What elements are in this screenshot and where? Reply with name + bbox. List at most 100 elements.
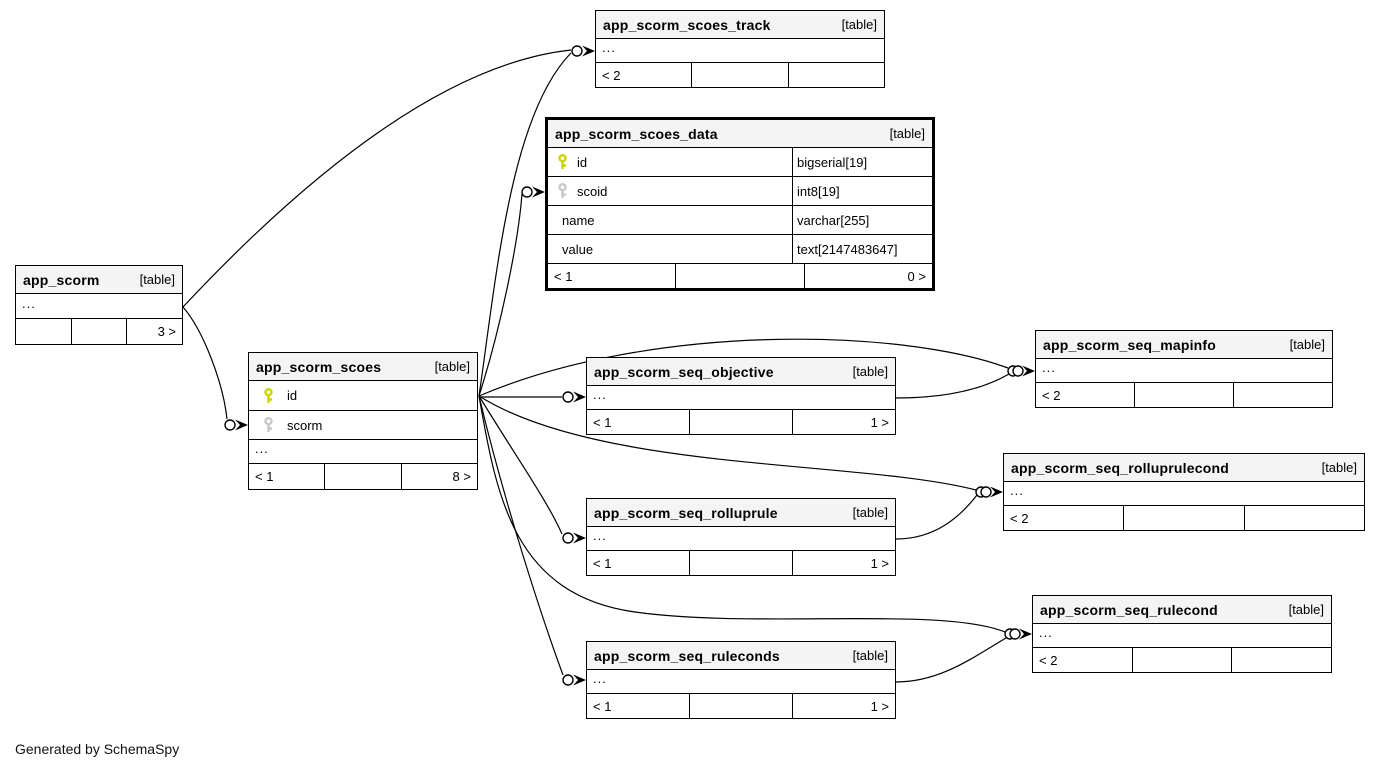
child-count: 1 > [870,414,889,430]
table-app-scorm-seq-mapinfo: app_scorm_seq_mapinfo [table] ... < 2 [1035,330,1333,408]
collapsed-columns-row: ... [587,386,895,410]
column-type: varchar[255] [792,206,932,234]
table-app-scorm-seq-rolluprulecond: app_scorm_seq_rolluprulecond [table] ...… [1003,453,1365,531]
table-app-scorm-seq-ruleconds: app_scorm_seq_ruleconds [table] ... < 1 … [586,641,896,719]
table-tag: [table] [852,505,888,520]
edge-ruleconds-to-rulecond [895,637,1007,683]
footer-cell [1135,383,1234,407]
parent-count: < 2 [1004,506,1125,530]
collapsed-columns-row: ... [1036,359,1332,383]
table-header: app_scorm_scoes [table] [249,353,477,381]
child-count [789,63,884,87]
table-name-link[interactable]: app_scorm_scoes [256,358,382,375]
table-footer: < 1 8 > [249,464,477,489]
primary-key-icon [264,387,273,403]
column-row: id bigserial[19] [548,148,932,177]
collapsed-columns-row: ... [596,39,884,63]
footer-cell [690,551,793,575]
parent-count: < 1 [587,694,690,718]
table-header: app_scorm_scoes_data [table] [548,120,932,148]
table-app-scorm-scoes: app_scorm_scoes [table] id scorm ... < 1… [248,352,478,490]
column-row: value text[2147483647] [548,235,932,264]
table-name-link[interactable]: app_scorm_seq_rulecond [1040,601,1218,618]
table-tag: [table] [1321,460,1357,475]
footer-cell [676,264,805,288]
foreign-key-icon [264,417,273,432]
column-row: id [249,381,477,411]
table-app-scorm-seq-rolluprule: app_scorm_seq_rolluprule [table] ... < 1… [586,498,896,576]
table-name-link[interactable]: app_scorm_seq_mapinfo [1043,336,1217,353]
table-footer: < 1 1 > [587,694,895,718]
edge-scoes-to-mapinfo [478,338,1009,397]
table-footer: < 2 [1036,383,1332,407]
collapsed-columns-row: ... [16,294,182,319]
edge-scoes-to-scoes-data [478,193,523,397]
child-count: 1 > [870,555,889,571]
column-row: scoid int8[19] [548,177,932,206]
parent-count: < 2 [1033,648,1133,672]
table-tag: [table] [434,359,470,374]
footer-cell [1133,648,1233,672]
generated-by-note: Generated by SchemaSpy [15,741,180,757]
table-header: app_scorm_seq_rolluprule [table] [587,499,895,527]
collapsed-columns-row: ... [1004,482,1364,506]
collapsed-columns-row: ... [587,670,895,694]
edge-scoes-to-track [478,52,572,397]
parent-count: < 2 [1036,383,1135,407]
table-footer: < 1 1 > [587,410,895,434]
table-header: app_scorm_seq_mapinfo [table] [1036,331,1332,359]
table-footer: 3 > [16,319,182,344]
table-footer: < 1 1 > [587,551,895,575]
parent-count: < 1 [587,410,690,434]
table-app-scorm-scoes-track: app_scorm_scoes_track [table] ... < 2 [595,10,885,88]
table-header: app_scorm_seq_ruleconds [table] [587,642,895,670]
column-name: id [577,154,588,170]
table-name-link[interactable]: app_scorm_seq_ruleconds [594,647,780,664]
collapsed-columns-row: ... [1033,624,1331,648]
table-name-link[interactable]: app_scorm [23,271,100,288]
footer-cell [690,694,793,718]
parent-count [16,319,72,344]
table-app-scorm-scoes-data: app_scorm_scoes_data [table] id bigseria… [545,117,935,291]
foreign-key-icon [558,183,567,198]
table-footer: < 2 [1004,506,1364,530]
table-tag: [table] [139,272,175,287]
child-count: 8 > [452,469,471,484]
table-tag: [table] [1288,602,1324,617]
parent-count: < 1 [249,464,326,489]
table-name-link[interactable]: app_scorm_seq_rolluprule [594,504,778,521]
edge-scorm-to-track [182,49,572,308]
child-count [1245,506,1364,530]
column-name: scoid [577,183,608,199]
table-name-link[interactable]: app_scorm_scoes_data [555,125,718,142]
edge-scoes-to-ruleconds [478,395,564,676]
table-footer: < 2 [1033,648,1331,672]
table-app-scorm: app_scorm [table] ... 3 > [15,265,183,345]
column-row: name varchar[255] [548,206,932,235]
footer-cell [1124,506,1245,530]
footer-cell [72,319,128,344]
edge-scorm-to-scoes [182,306,228,420]
column-name: value [562,241,594,257]
footer-cell [690,410,793,434]
edge-scoes-to-rolluprulecond [478,395,977,491]
column-type: text[2147483647] [792,235,932,263]
parent-count: < 1 [587,551,690,575]
table-name-link[interactable]: app_scorm_seq_rolluprulecond [1011,459,1229,476]
table-name-link[interactable]: app_scorm_seq_objective [594,363,774,380]
child-count [1232,648,1331,672]
column-name: name [562,212,595,228]
child-count: 0 > [907,268,926,284]
child-count: 3 > [157,324,177,339]
table-name-link[interactable]: app_scorm_scoes_track [603,16,771,33]
table-app-scorm-seq-objective: app_scorm_seq_objective [table] ... < 1 … [586,357,896,435]
edge-scoes-to-rolluprule [478,395,563,535]
collapsed-columns-row: ... [587,527,895,551]
table-footer: < 1 0 > [548,264,932,288]
parent-count: < 1 [548,264,677,288]
column-name: id [287,388,298,403]
table-tag: [table] [889,126,925,141]
table-header: app_scorm_scoes_track [table] [596,11,884,39]
